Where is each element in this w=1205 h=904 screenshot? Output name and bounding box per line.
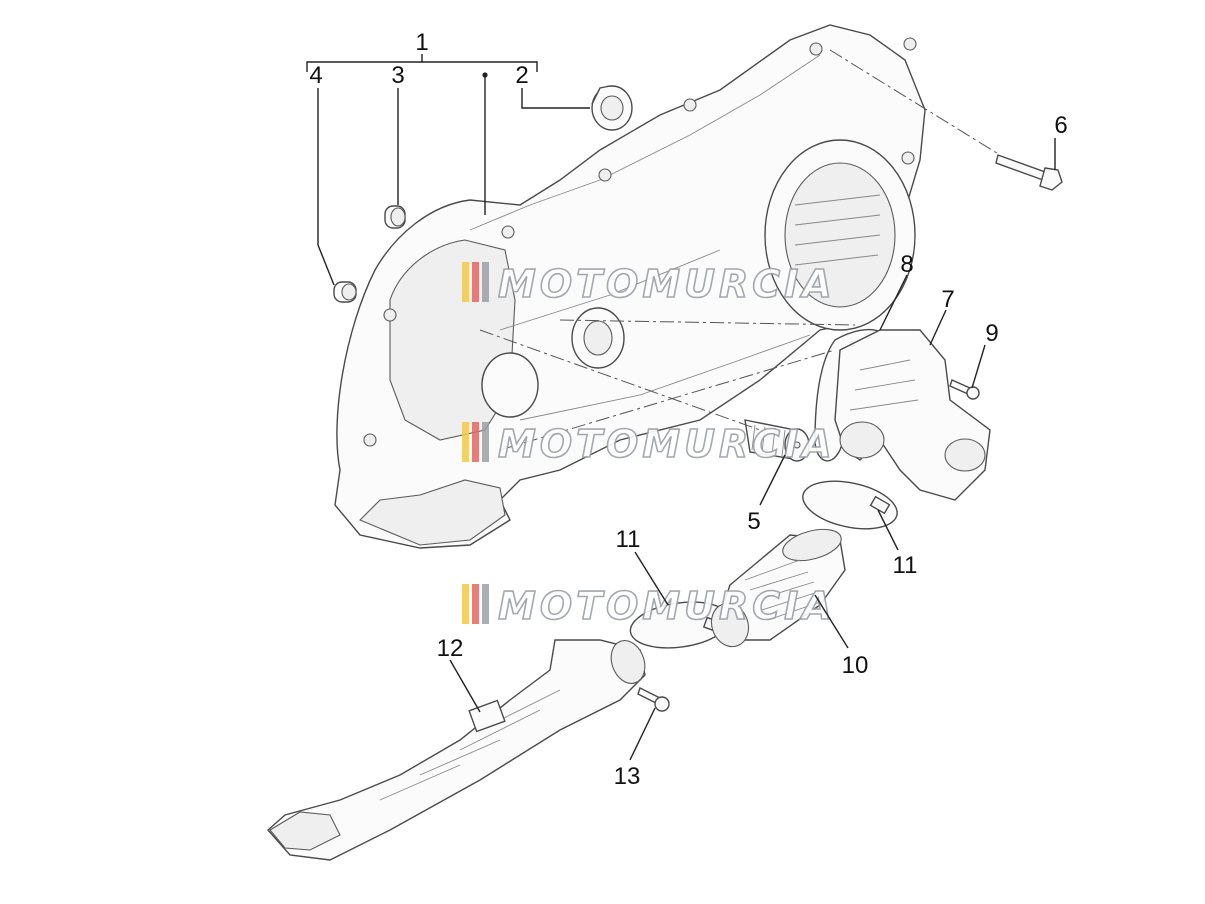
callout-12: 12 — [437, 635, 464, 662]
crankcase-cover — [334, 24, 926, 549]
watermark: MOTOMURCIA MOTOMURCIA MOTOMURCIA — [462, 261, 836, 629]
watermark-stripe — [462, 262, 469, 302]
filter-element — [744, 419, 810, 462]
assembly-lines — [479, 49, 1001, 451]
callout-4: 4 — [309, 62, 322, 89]
watermark-stripe — [472, 422, 479, 462]
watermark-text-top: MOTOMURCIA — [498, 262, 836, 306]
callout-11-upper: 11 — [893, 552, 918, 579]
callout-2: 2 — [515, 62, 528, 89]
callout-5: 5 — [747, 508, 760, 535]
watermark-middle: MOTOMURCIA — [462, 421, 836, 467]
callout-7: 7 — [941, 286, 954, 313]
spacer — [333, 281, 357, 303]
leader-lines — [306, 54, 1056, 761]
callout-8: 8 — [900, 251, 913, 278]
callout-10: 10 — [842, 652, 869, 679]
watermark-stripe — [482, 262, 489, 302]
watermark-text-bottom: MOTOMURCIA — [498, 584, 836, 628]
callout-6: 6 — [1054, 112, 1067, 139]
watermark-top: MOTOMURCIA — [462, 261, 836, 307]
watermark-stripe — [482, 422, 489, 462]
bearing — [591, 85, 633, 131]
screw — [637, 687, 670, 712]
air-duct — [267, 639, 646, 861]
callouts: 1 4 3 2 6 8 7 9 5 11 11 10 12 13 — [309, 29, 1067, 790]
callout-13: 13 — [614, 763, 641, 790]
callout-11-lower: 11 — [616, 526, 641, 553]
bellows-duct — [710, 528, 846, 648]
hose-clamp-upper — [802, 480, 898, 530]
callout-3: 3 — [391, 62, 404, 89]
watermark-text-middle: MOTOMURCIA — [498, 422, 836, 466]
leader-dot — [482, 72, 488, 78]
watermark-stripe — [462, 422, 469, 462]
cooling-air-intake — [834, 329, 991, 501]
self-tapping-screw — [949, 379, 980, 400]
flanged-screw — [995, 154, 1063, 191]
callout-9: 9 — [985, 320, 998, 347]
watermark-bottom: MOTOMURCIA — [462, 583, 836, 629]
watermark-stripe — [482, 584, 489, 624]
bushing — [384, 205, 406, 229]
callout-1: 1 — [415, 29, 428, 56]
watermark-stripe — [472, 584, 479, 624]
watermark-stripe — [462, 584, 469, 624]
watermark-stripe — [472, 262, 479, 302]
